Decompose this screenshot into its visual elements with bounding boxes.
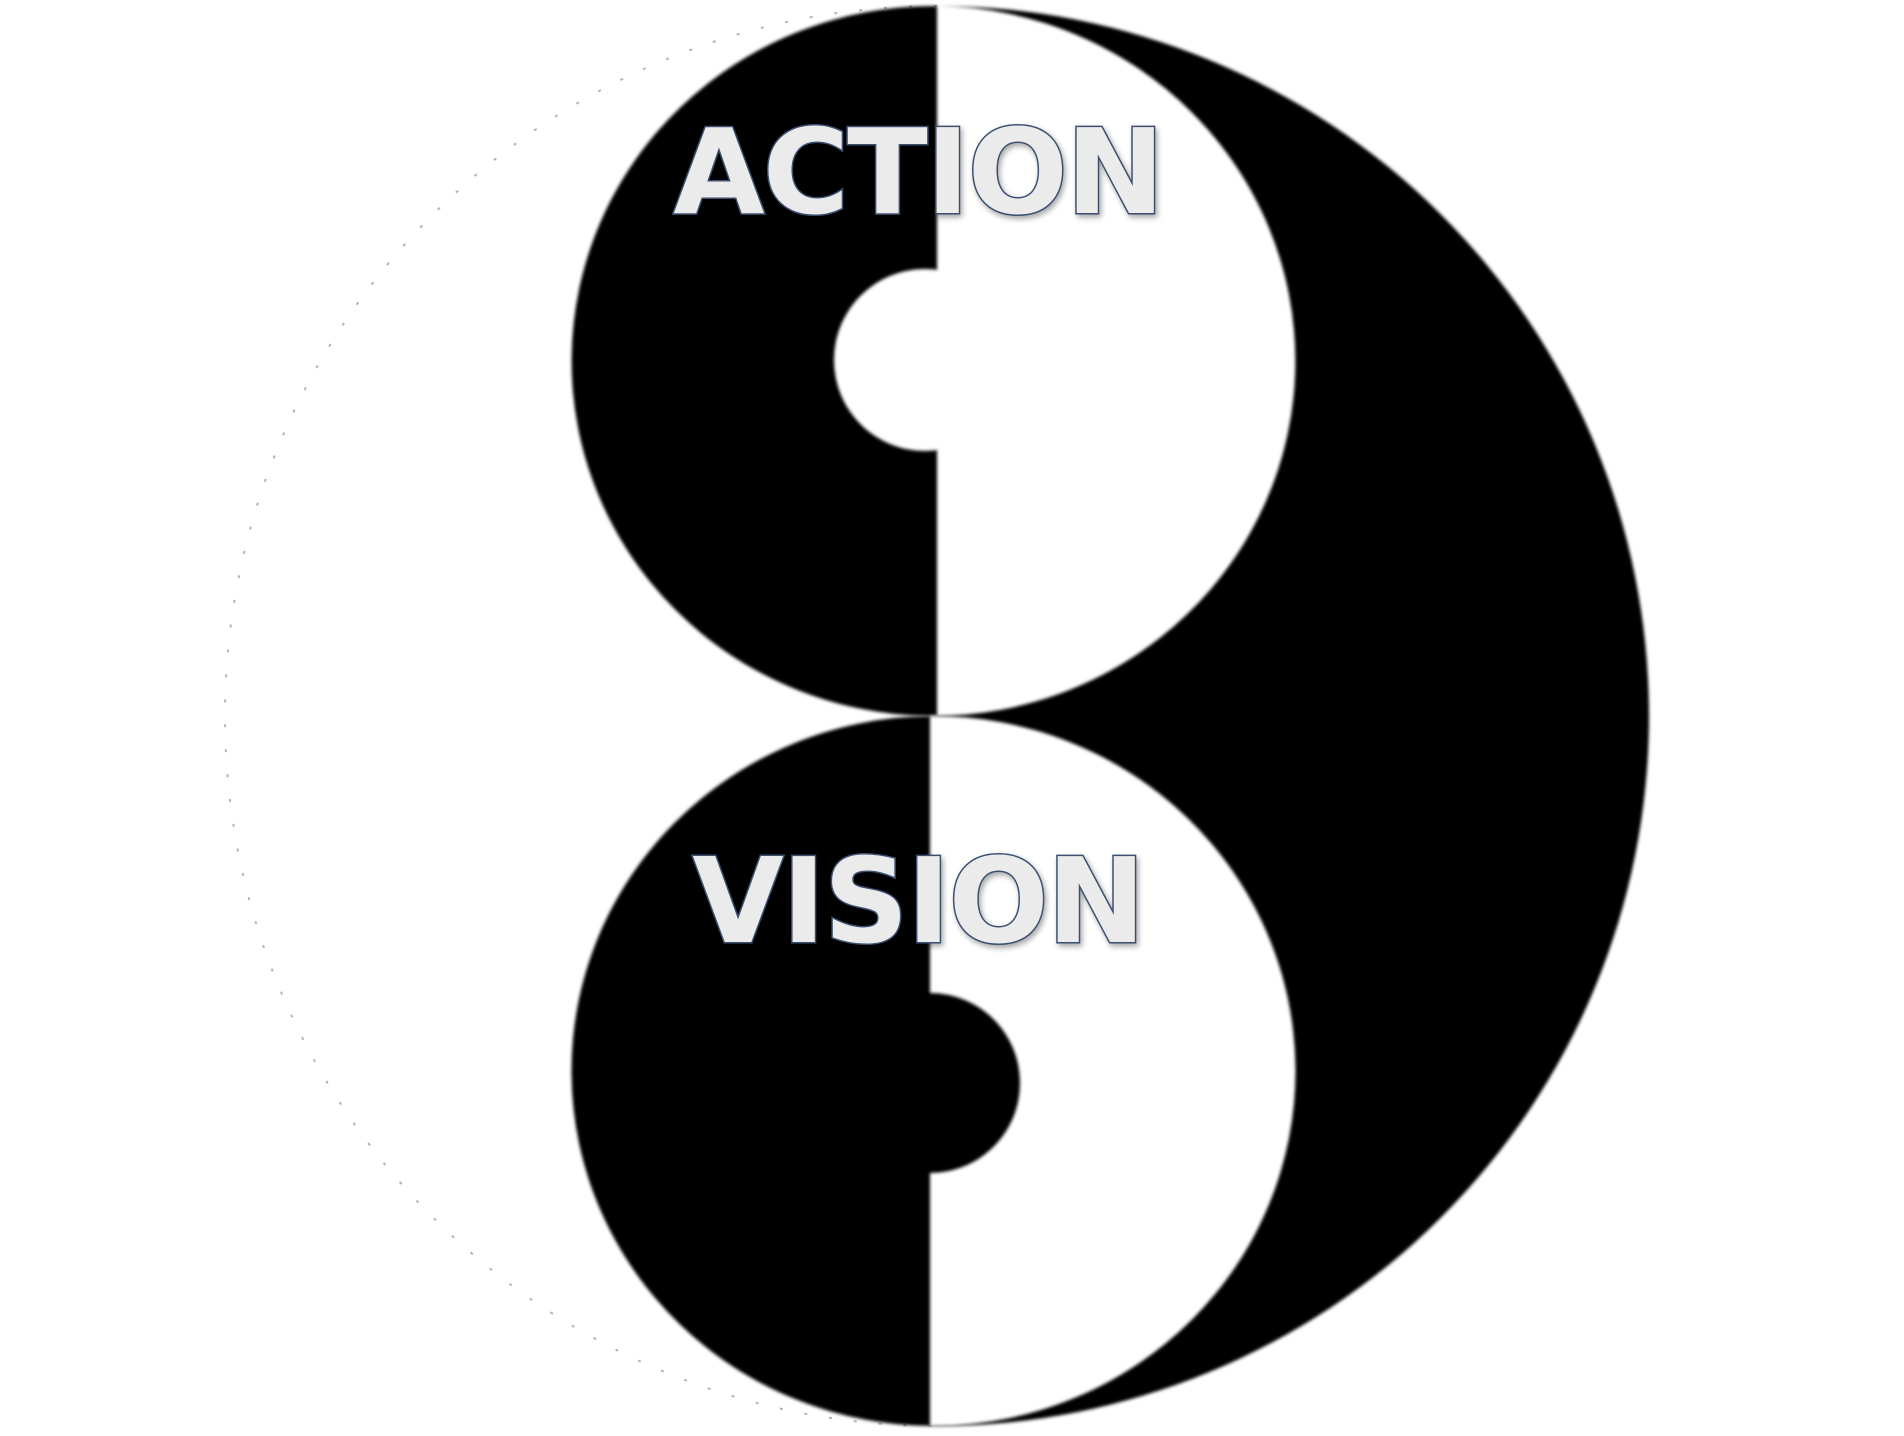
yin-top-lobe: [571, 5, 937, 717]
yin-dot: [840, 993, 1020, 1173]
label-action: ACTION: [673, 103, 1162, 241]
label-vision: VISION: [692, 832, 1143, 970]
outer-disc-dashed-edge: [224, 5, 938, 1427]
yang-dot: [834, 269, 1016, 451]
yang-bottom-lobe: [930, 715, 1296, 1426]
